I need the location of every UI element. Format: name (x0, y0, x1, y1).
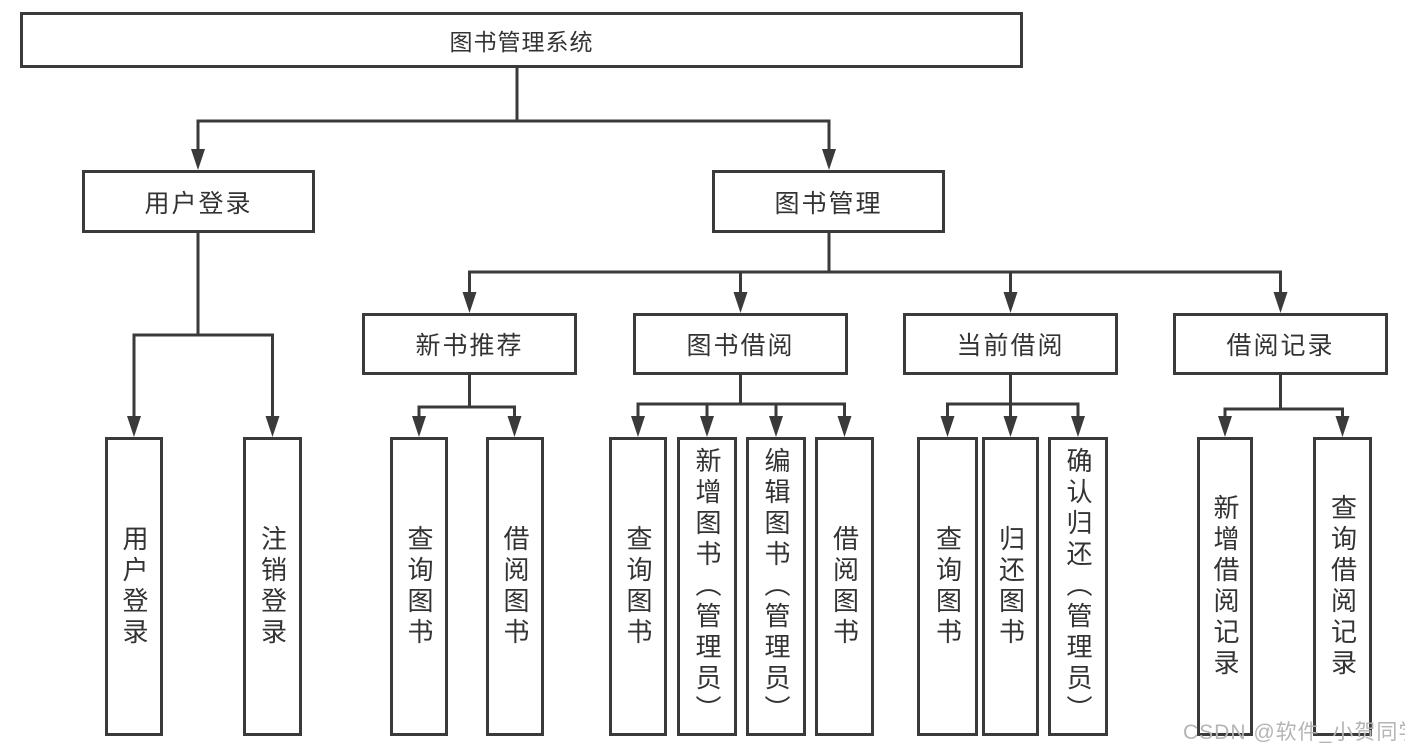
connector-current-borrowing-children (940, 374, 1085, 437)
node-label: 新增借阅记录 (1210, 493, 1240, 680)
connector-book-management-children (462, 232, 1288, 313)
node-user-login: 用户登录 (82, 170, 315, 233)
node-label: 查询图书 (404, 524, 434, 649)
node-book-management: 图书管理 (712, 170, 945, 233)
connector-book-borrowing-children (631, 374, 852, 437)
node-query-books-current: 查询图书 (917, 437, 978, 736)
node-label: 图书管理 (774, 189, 883, 218)
node-label: 用户登录 (119, 524, 149, 649)
node-add-borrow-record: 新增借阅记录 (1197, 437, 1253, 736)
node-book-borrowing: 图书借阅 (633, 313, 848, 375)
watermark-text: CSDN @软件_小贺同学 (1183, 721, 1405, 744)
node-label: 查询借阅记录 (1327, 493, 1358, 680)
node-label: 图书借阅 (686, 332, 795, 360)
node-current-borrowing: 当前借阅 (903, 313, 1118, 375)
node-edit-books-admin: 编辑图书（管理员） (746, 437, 806, 736)
node-label: 图书管理系统 (449, 29, 594, 55)
connector-new-book-recommendation-children (412, 374, 522, 437)
node-label: 借阅图书 (500, 524, 530, 649)
node-confirm-return-admin: 确认归还（管理员） (1048, 437, 1108, 736)
node-new-book-recommendation: 新书推荐 (362, 313, 577, 375)
node-label: 借阅记录 (1226, 332, 1335, 360)
node-label: 新增图书（管理员） (692, 447, 722, 726)
node-label: 查询图书 (932, 524, 963, 649)
node-label: 编辑图书（管理员） (761, 447, 791, 726)
node-borrow-books-borrowing: 借阅图书 (815, 437, 874, 736)
node-query-books-recommend: 查询图书 (390, 437, 448, 736)
node-label: 归还图书 (995, 524, 1026, 649)
node-label: 确认归还（管理员） (1063, 447, 1093, 726)
node-borrowing-records: 借阅记录 (1173, 313, 1388, 375)
node-query-borrow-record: 查询借阅记录 (1313, 437, 1372, 736)
node-logout-action: 注销登录 (243, 437, 302, 736)
connector-user-login-children (127, 232, 280, 437)
node-add-books-admin: 新增图书（管理员） (677, 437, 737, 736)
connector-borrowing-records-children (1218, 374, 1350, 437)
node-label: 当前借阅 (956, 332, 1065, 360)
node-label: 新书推荐 (415, 332, 524, 360)
node-return-books: 归还图书 (982, 437, 1039, 736)
node-label: 注销登录 (257, 524, 288, 649)
node-label: 用户登录 (144, 189, 253, 218)
connector-root-to-level2 (191, 68, 836, 170)
node-label: 借阅图书 (829, 524, 860, 649)
node-borrow-books-recommend: 借阅图书 (486, 437, 544, 736)
node-user-login-action: 用户登录 (105, 437, 163, 736)
node-label: 查询图书 (623, 524, 653, 649)
node-query-books-borrowing: 查询图书 (609, 437, 667, 736)
node-library-management-system: 图书管理系统 (20, 12, 1023, 68)
